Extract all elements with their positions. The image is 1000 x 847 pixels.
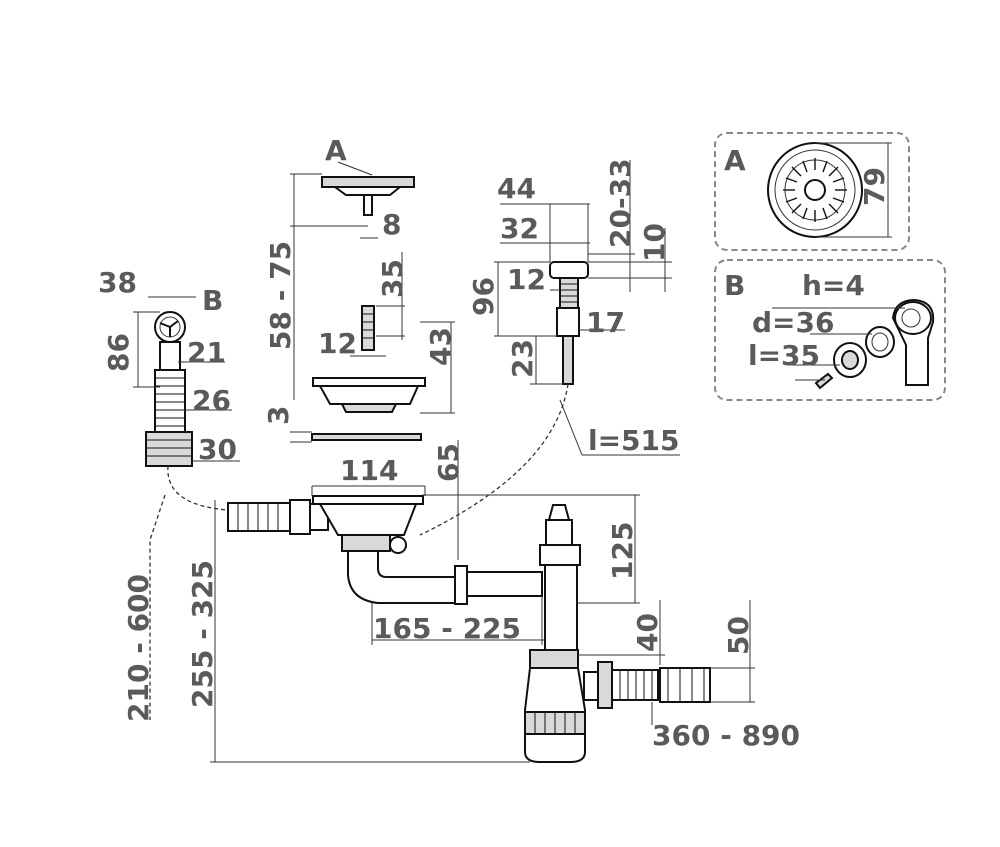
dim-44: 44	[497, 172, 536, 205]
dim-20-33: 20-33	[604, 158, 637, 248]
dim-43: 43	[424, 327, 457, 366]
dim-38: 38	[98, 266, 137, 299]
callout-a-inset: A	[724, 144, 746, 177]
dim-21: 21	[187, 336, 226, 369]
dim-114: 114	[340, 454, 398, 487]
dim-79: 79	[858, 167, 891, 206]
label-l35: l=35	[748, 339, 820, 372]
dim-30: 30	[198, 433, 237, 466]
dim-125: 125	[606, 522, 639, 580]
callout-b-left: B	[202, 284, 223, 317]
label-l515: l=515	[588, 424, 680, 457]
dim-12-left: 12	[318, 327, 357, 360]
strainer-stack: A 8 58 - 75 35 12 43 3	[262, 134, 457, 443]
assembled-drain-trap: 114 65 125 165 - 225 40 50 360 - 890 210…	[122, 440, 800, 763]
dim-165-225: 165 - 225	[373, 612, 521, 645]
dim-32: 32	[500, 212, 539, 245]
dim-26: 26	[192, 384, 231, 417]
dim-8: 8	[382, 208, 401, 241]
inset-box-a: A 79	[714, 132, 910, 251]
dim-35: 35	[376, 259, 409, 298]
dim-3: 3	[262, 406, 295, 425]
callout-b-inset: B	[724, 269, 745, 302]
dim-360-890: 360 - 890	[652, 719, 800, 752]
callout-a-top: A	[325, 134, 347, 167]
label-h4: h=4	[802, 269, 865, 302]
corrugated-hose	[145, 369, 193, 467]
dim-23: 23	[506, 339, 539, 378]
dim-10: 10	[638, 223, 671, 262]
dim-58-75: 58 - 75	[264, 241, 297, 350]
inset-box-b: B h=4 d=36 l=35	[714, 259, 946, 401]
dim-65: 65	[432, 443, 465, 482]
dim-40: 40	[631, 613, 664, 652]
strainer-slots	[783, 158, 847, 222]
overflow-assembly: 38 B 86 21 26 30	[98, 266, 240, 720]
dim-86: 86	[102, 333, 135, 372]
dim-50: 50	[722, 616, 755, 655]
pop-up-operator: 44 32 20-33 10 96 12 17 23 l=515	[419, 158, 680, 536]
dim-255-325: 255 - 325	[186, 560, 219, 708]
dim-17: 17	[586, 306, 625, 339]
dim-12-right: 12	[507, 263, 546, 296]
dim-96: 96	[467, 277, 500, 316]
label-d36: d=36	[752, 306, 834, 339]
dim-210-600: 210 - 600	[122, 574, 155, 722]
